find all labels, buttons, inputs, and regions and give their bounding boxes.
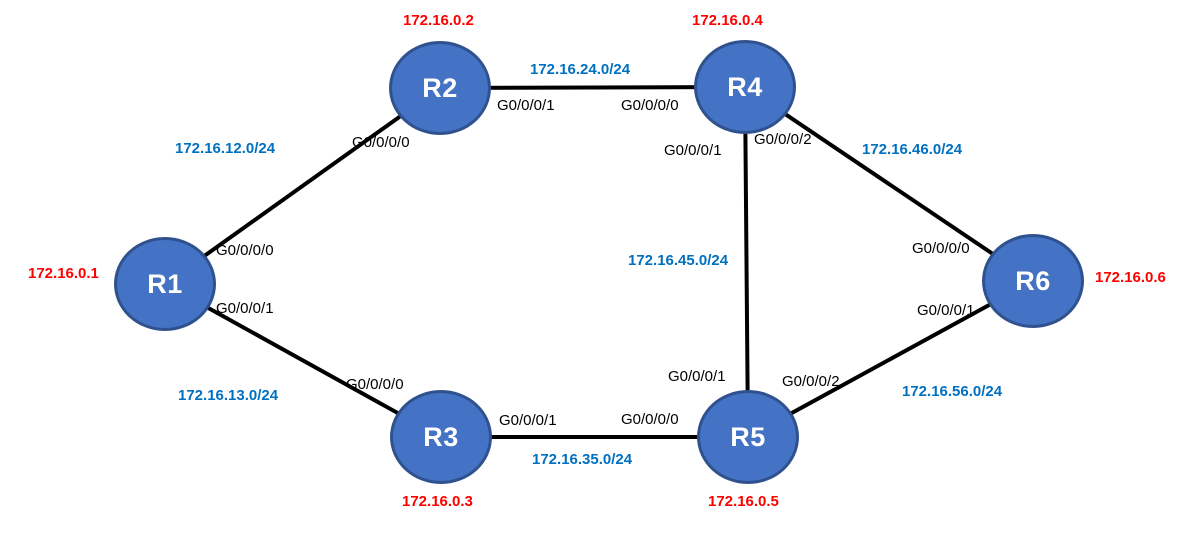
iface-label-r1-to-r3: G0/0/0/1	[216, 300, 274, 317]
iface-label-r2-to-r4: G0/0/0/1	[497, 97, 555, 114]
link-r1-r2	[163, 86, 442, 286]
router-node-r4[interactable]: R4	[694, 40, 796, 134]
iface-label-r4-to-r5: G0/0/0/1	[664, 142, 722, 159]
link-r4-r5	[743, 85, 750, 439]
router-label-r6: R6	[1015, 265, 1051, 296]
ip-label-r4: 172.16.0.4	[692, 12, 763, 29]
router-label-r2: R2	[422, 72, 458, 103]
router-node-r6[interactable]: R6	[982, 234, 1084, 328]
subnet-label-r1-r3: 172.16.13.0/24	[178, 387, 279, 404]
link-r1-r3	[163, 282, 443, 439]
subnet-label-r4-r6: 172.16.46.0/24	[862, 141, 963, 158]
subnet-label-r3-r5: 172.16.35.0/24	[532, 451, 633, 468]
ip-label-r3: 172.16.0.3	[402, 493, 473, 510]
iface-label-r2-to-r1: G0/0/0/0	[352, 134, 410, 151]
ip-label-r5: 172.16.0.5	[708, 493, 779, 510]
router-node-r3[interactable]: R3	[390, 390, 492, 484]
iface-label-r6-to-r5: G0/0/0/1	[917, 302, 975, 319]
ip-label-r1: 172.16.0.1	[28, 265, 99, 282]
iface-label-r3-to-r1: G0/0/0/0	[346, 376, 404, 393]
ip-label-r6: 172.16.0.6	[1095, 269, 1166, 286]
subnet-label-r4-r5: 172.16.45.0/24	[628, 252, 729, 269]
iface-label-r4-to-r6: G0/0/0/2	[754, 131, 812, 148]
iface-label-r4-to-r2: G0/0/0/0	[621, 97, 679, 114]
subnet-label-r2-r4: 172.16.24.0/24	[530, 61, 631, 78]
router-label-r4: R4	[727, 71, 763, 102]
router-label-r5: R5	[730, 421, 766, 452]
router-label-r3: R3	[423, 421, 459, 452]
subnet-label-r1-r2: 172.16.12.0/24	[175, 140, 276, 157]
iface-label-r6-to-r4: G0/0/0/0	[912, 240, 970, 257]
iface-label-r1-to-r2: G0/0/0/0	[216, 242, 274, 259]
router-label-r1: R1	[147, 268, 183, 299]
ip-label-r2: 172.16.0.2	[403, 12, 474, 29]
iface-label-r5-to-r6: G0/0/0/2	[782, 373, 840, 390]
link-r5-r6	[746, 279, 1035, 439]
router-node-r5[interactable]: R5	[697, 390, 799, 484]
router-node-r2[interactable]: R2	[389, 41, 491, 135]
iface-label-r5-to-r3: G0/0/0/0	[621, 411, 679, 428]
iface-label-r3-to-r5: G0/0/0/1	[499, 412, 557, 429]
link-r4-r6	[743, 85, 1035, 283]
router-node-r1[interactable]: R1	[114, 237, 216, 331]
subnet-label-r5-r6: 172.16.56.0/24	[902, 383, 1003, 400]
iface-label-r5-to-r4: G0/0/0/1	[668, 368, 726, 385]
